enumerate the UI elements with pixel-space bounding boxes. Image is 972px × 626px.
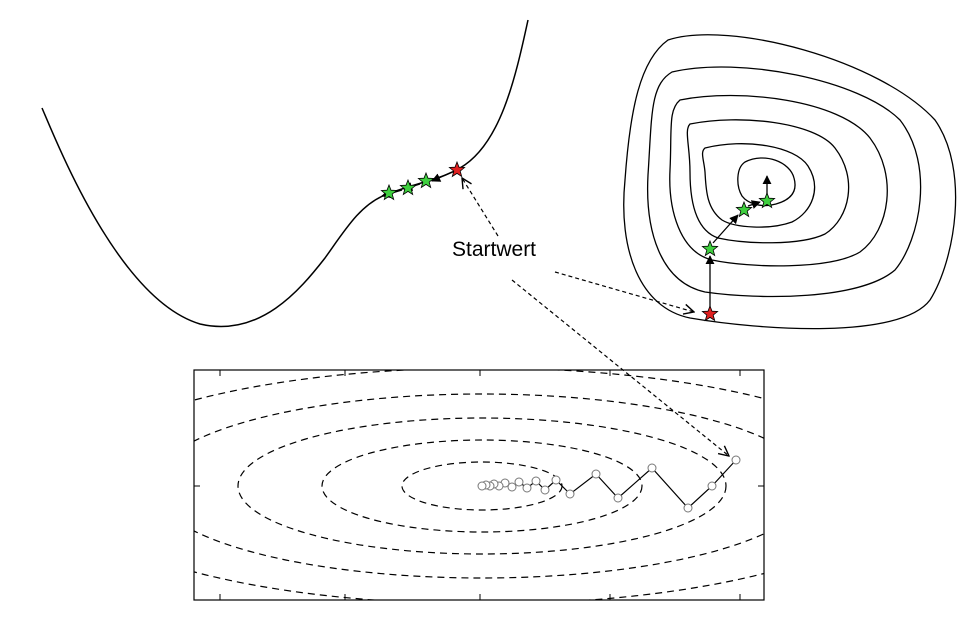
zigzag-frame [193,369,765,601]
iterate-marker [531,476,541,486]
iterate-marker [683,503,693,513]
iterate-marker [540,485,550,495]
contour-line [686,119,850,244]
startwert-pointers [462,178,729,456]
green-star-icon [735,200,753,218]
contour-line [701,143,816,228]
descent-arrow [431,171,453,182]
iterate-marker [591,469,601,479]
two-d-contour-panel [623,34,957,330]
frame-ticks [194,370,764,600]
pointer-to-box-start [511,279,729,456]
iterate-marker [477,481,487,491]
zigzag-panel [193,369,765,601]
red-star-icon [448,160,466,178]
contour-line [669,94,888,267]
green-star-icon [380,183,398,201]
contour-line [623,34,957,330]
green-star-icon [417,171,435,189]
contour-line [646,66,922,298]
red-star-icon [701,304,719,322]
iterate-marker [647,463,657,473]
iterate-marker [522,483,532,493]
iterate-marker [551,475,561,485]
iterate-marker [565,489,575,499]
iterate-marker [507,482,517,492]
iterate-marker [707,481,717,491]
contour-line [737,157,796,207]
iterate-marker [514,477,524,487]
loss-curve [41,19,529,328]
two-d-steps [705,175,772,308]
iterate-marker [613,493,623,503]
green-star-icon [399,178,417,196]
green-star-icon [758,191,776,209]
iterate-marker [731,455,741,465]
green-star-icon [701,239,719,257]
pointer-to-2d-start [554,271,694,312]
startwert-label: Startwert [452,238,536,261]
pointer-to-1d-start [462,178,499,237]
one-d-loss-panel [41,19,529,328]
